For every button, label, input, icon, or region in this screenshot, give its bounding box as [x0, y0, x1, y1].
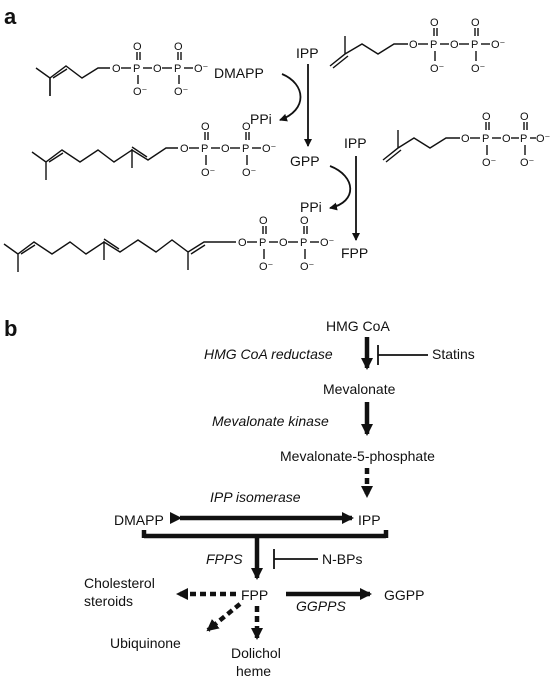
- enzyme-fpps: FPPS: [206, 551, 243, 567]
- atom-o: O: [259, 215, 268, 227]
- atom-o: O: [153, 63, 162, 75]
- atom-o-minus: O⁻: [194, 63, 209, 75]
- atom-o: O: [502, 133, 511, 145]
- node-mevalonate-5-phosphate: Mevalonate-5-phosphate: [280, 448, 435, 464]
- atom-o-minus: O⁻: [201, 167, 216, 179]
- atom-o: O: [279, 237, 288, 249]
- node-steroids: steroids: [84, 593, 133, 609]
- atom-o-minus: O⁻: [520, 157, 535, 169]
- atom-o-minus: O⁻: [259, 261, 274, 273]
- atom-o-minus: O⁻: [471, 63, 486, 75]
- atom-o: O: [133, 41, 142, 53]
- node-dmapp: DMAPP: [114, 512, 164, 528]
- label-ppi-2: PPi: [300, 199, 322, 215]
- atom-p: P: [430, 39, 437, 51]
- atom-p: P: [471, 39, 478, 51]
- atom-o: O: [180, 143, 189, 155]
- dmapp-double-bond: [52, 68, 68, 79]
- node-statins: Statins: [432, 346, 475, 362]
- atom-p: P: [133, 63, 140, 75]
- enzyme-ggpps: GGPPS: [296, 598, 346, 614]
- node-dolichol: Dolichol: [231, 645, 281, 661]
- atom-o: O: [242, 121, 251, 133]
- atom-o: O: [520, 111, 529, 123]
- node-ipp: IPP: [358, 512, 381, 528]
- atom-o-minus: O⁻: [300, 261, 315, 273]
- dmapp-structure: O P O O⁻ O P O O⁻ O⁻: [35, 41, 209, 98]
- label-dmapp-a: DMAPP: [214, 65, 264, 81]
- atom-o-minus: O⁻: [262, 143, 277, 155]
- atom-o: O: [409, 39, 418, 51]
- atom-o: O: [450, 39, 459, 51]
- label-ppi-1: PPi: [250, 111, 272, 127]
- atom-o: O: [471, 17, 480, 29]
- node-hmg-coa: HMG CoA: [326, 318, 390, 334]
- ipp-structure-mid: O P O O⁻ O P O O⁻ O⁻: [382, 111, 551, 169]
- arrow-fpp-to-ubiquinone: [206, 602, 242, 632]
- atom-o-minus: O⁻: [242, 167, 257, 179]
- enzyme-ipp-isomerase: IPP isomerase: [210, 489, 301, 505]
- atom-p: P: [482, 133, 489, 145]
- atom-o-minus: O⁻: [430, 63, 445, 75]
- node-cholesterol: Cholesterol: [84, 575, 155, 591]
- gpp-structure: O P O O⁻ O P O O⁻ O⁻: [31, 121, 277, 180]
- atom-p: P: [201, 143, 208, 155]
- panel-b-letter: b: [4, 316, 17, 341]
- enzyme-hmg-coa-reductase: HMG CoA reductase: [204, 346, 333, 362]
- enzyme-mevalonate-kinase: Mevalonate kinase: [212, 413, 329, 429]
- label-ipp-top: IPP: [296, 45, 319, 61]
- ipp-structure-top: O P O O⁻ O P O O⁻ O⁻: [329, 17, 506, 75]
- node-ggpp: GGPP: [384, 587, 424, 603]
- node-mevalonate: Mevalonate: [323, 381, 396, 397]
- atom-o-minus: O⁻: [536, 133, 551, 145]
- atom-o: O: [174, 41, 183, 53]
- atom-o: O: [221, 143, 230, 155]
- panel-a-letter: a: [4, 4, 17, 29]
- atom-o: O: [430, 17, 439, 29]
- atom-o-minus: O⁻: [491, 39, 506, 51]
- node-nbps: N-BPs: [322, 551, 362, 567]
- atom-o: O: [238, 237, 247, 249]
- label-gpp: GPP: [290, 153, 320, 169]
- atom-o: O: [300, 215, 309, 227]
- fpp-structure: O P O O⁻ O P O O⁻ O⁻: [3, 215, 335, 273]
- atom-o: O: [461, 133, 470, 145]
- arrow-dmapp-ppi-release: [279, 73, 302, 122]
- atom-p: P: [300, 237, 307, 249]
- atom-o-minus: O⁻: [320, 237, 335, 249]
- atom-p: P: [242, 143, 249, 155]
- node-ubiquinone: Ubiquinone: [110, 635, 181, 651]
- label-ipp-mid: IPP: [344, 135, 367, 151]
- atom-p: P: [174, 63, 181, 75]
- atom-o-minus: O⁻: [174, 86, 189, 98]
- label-fpp-a: FPP: [341, 245, 368, 261]
- panel-a: a O P O O⁻ O P O O⁻ O⁻: [3, 4, 551, 273]
- atom-o: O: [201, 121, 210, 133]
- atom-o: O: [482, 111, 491, 123]
- atom-o: O: [112, 63, 121, 75]
- dmapp-chain: [35, 65, 110, 96]
- atom-p: P: [259, 237, 266, 249]
- atom-o-minus: O⁻: [482, 157, 497, 169]
- atom-o-minus: O⁻: [133, 86, 148, 98]
- node-fpp: FPP: [241, 587, 268, 603]
- atom-p: P: [520, 133, 527, 145]
- arrow-gpp-ppi-release: [329, 165, 352, 211]
- node-heme: heme: [236, 663, 271, 679]
- panel-b: b HMG CoA Statins Mevalonate Mevalonate-…: [4, 316, 475, 679]
